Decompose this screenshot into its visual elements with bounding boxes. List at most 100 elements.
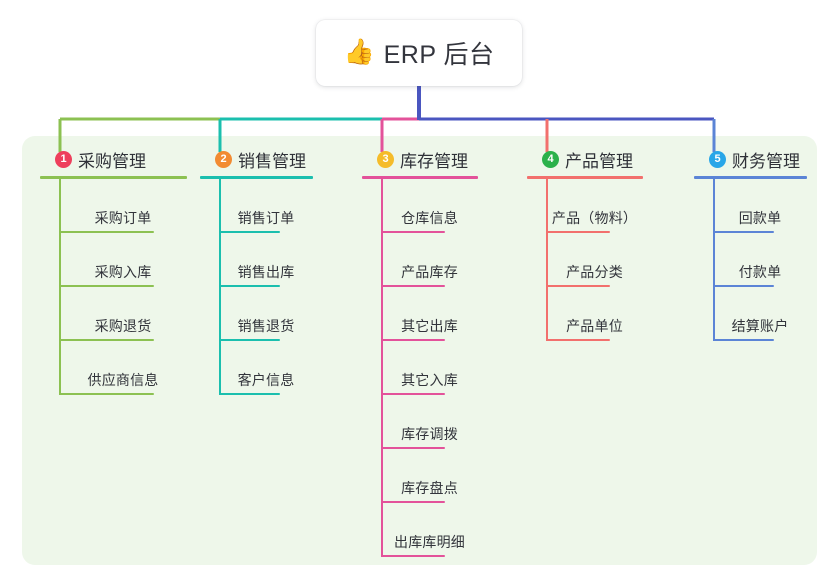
column-title: 销售管理	[238, 151, 306, 171]
root-node[interactable]: 👍 ERP 后台	[316, 20, 522, 86]
menu-item-label: 销售退货	[237, 318, 295, 334]
column-spine	[219, 179, 221, 395]
menu-item-label: 采购退货	[94, 318, 152, 334]
menu-item[interactable]: 其它入库	[381, 341, 478, 395]
menu-item[interactable]: 其它出库	[381, 287, 478, 341]
column-2: 2 销售管理销售订单销售出库销售退货客户信息	[200, 148, 313, 395]
column-1: 1 采购管理采购订单采购入库采购退货供应商信息	[40, 148, 187, 395]
column-header-4[interactable]: 4 产品管理	[527, 148, 643, 171]
column-title: 采购管理	[78, 151, 146, 171]
column-items: 产品（物料） 产品分类产品单位	[546, 179, 643, 341]
menu-item-label: 产品（物料）	[551, 210, 638, 226]
menu-item-rule	[713, 339, 774, 341]
menu-item-label: 供应商信息	[87, 372, 159, 388]
column-spine	[713, 179, 715, 341]
menu-item-rule	[219, 339, 280, 341]
column-spine	[381, 179, 383, 557]
menu-item-rule	[546, 231, 610, 233]
menu-item-label: 付款单	[738, 264, 782, 280]
column-header-rule	[527, 176, 643, 179]
menu-item[interactable]: 产品单位	[546, 287, 643, 341]
column-header-rule	[200, 176, 313, 179]
menu-item[interactable]: 库存盘点	[381, 449, 478, 503]
column-header-rule	[694, 176, 807, 179]
menu-item-rule	[546, 339, 610, 341]
column-items: 回款单付款单结算账户	[713, 179, 807, 341]
content-panel	[22, 136, 817, 565]
menu-item-label: 其它入库	[401, 372, 458, 388]
column-badge-icon: 1	[55, 150, 72, 168]
menu-item[interactable]: 结算账户	[713, 287, 807, 341]
menu-item-label: 产品库存	[401, 264, 458, 280]
menu-item[interactable]: 销售订单	[219, 179, 313, 233]
menu-item[interactable]: 销售出库	[219, 233, 313, 287]
column-spine	[59, 179, 61, 395]
menu-item[interactable]: 库存调拨	[381, 395, 478, 449]
column-badge-icon: 4	[542, 150, 559, 168]
menu-item-label: 回款单	[738, 210, 782, 226]
column-badge-icon: 3	[377, 150, 394, 168]
column-header-1[interactable]: 1 采购管理	[40, 148, 187, 171]
menu-item[interactable]: 出库库明细	[381, 503, 478, 557]
menu-item[interactable]: 仓库信息	[381, 179, 478, 233]
column-header-3[interactable]: 3 库存管理	[362, 148, 478, 171]
column-title: 产品管理	[565, 151, 633, 171]
menu-item[interactable]: 客户信息	[219, 341, 313, 395]
menu-item-rule	[381, 339, 445, 341]
menu-item-label: 结算账户	[731, 318, 789, 334]
column-title: 库存管理	[400, 151, 468, 171]
menu-item[interactable]: 产品分类	[546, 233, 643, 287]
menu-item[interactable]: 采购入库	[59, 233, 187, 287]
menu-item[interactable]: 采购退货	[59, 287, 187, 341]
menu-item-label: 产品分类	[566, 264, 623, 280]
menu-item-rule	[381, 501, 445, 503]
menu-item-rule	[59, 231, 154, 233]
menu-item-rule	[219, 231, 280, 233]
menu-item-rule	[219, 393, 280, 395]
menu-item-label: 采购订单	[94, 210, 152, 226]
menu-item[interactable]: 供应商信息	[59, 341, 187, 395]
menu-item-rule	[713, 285, 774, 287]
menu-item[interactable]: 回款单	[713, 179, 807, 233]
menu-item[interactable]: 产品（物料）	[546, 179, 643, 233]
column-badge-icon: 2	[215, 150, 232, 168]
thumbs-up-icon: 👍	[343, 37, 375, 66]
menu-item-label: 库存调拨	[401, 426, 458, 442]
menu-item[interactable]: 付款单	[713, 233, 807, 287]
column-header-rule	[362, 176, 478, 179]
column-items: 采购订单采购入库采购退货供应商信息	[59, 179, 187, 395]
column-items: 销售订单销售出库销售退货客户信息	[219, 179, 313, 395]
menu-item-rule	[713, 231, 774, 233]
column-items: 仓库信息产品库存其它出库其它入库库存调拨库存盘点出库库明细	[381, 179, 478, 557]
root-title: ERP 后台	[383, 41, 495, 69]
menu-item-rule	[59, 339, 154, 341]
menu-item-label: 产品单位	[566, 318, 623, 334]
menu-item-label: 库存盘点	[401, 480, 458, 496]
menu-item-rule	[59, 285, 154, 287]
menu-item-label: 客户信息	[237, 372, 295, 388]
menu-item-rule	[381, 285, 445, 287]
menu-item-rule	[59, 393, 154, 395]
menu-item-rule	[381, 555, 445, 557]
menu-item-label: 采购入库	[94, 264, 152, 280]
column-3: 3 库存管理仓库信息产品库存其它出库其它入库库存调拨库存盘点出库库明细	[362, 148, 478, 557]
menu-item-label: 出库库明细	[394, 534, 465, 550]
menu-item-rule	[546, 285, 610, 287]
menu-item[interactable]: 产品库存	[381, 233, 478, 287]
menu-item-rule	[381, 231, 445, 233]
menu-item-label: 销售出库	[237, 264, 295, 280]
menu-item-rule	[381, 447, 445, 449]
menu-item[interactable]: 采购订单	[59, 179, 187, 233]
column-title: 财务管理	[732, 151, 800, 171]
menu-item[interactable]: 销售退货	[219, 287, 313, 341]
column-header-2[interactable]: 2 销售管理	[200, 148, 313, 171]
menu-item-rule	[381, 393, 445, 395]
menu-item-rule	[219, 285, 280, 287]
column-4: 4 产品管理产品（物料） 产品分类产品单位	[527, 148, 643, 341]
column-spine	[546, 179, 548, 341]
menu-item-label: 其它出库	[401, 318, 458, 334]
column-header-rule	[40, 176, 187, 179]
